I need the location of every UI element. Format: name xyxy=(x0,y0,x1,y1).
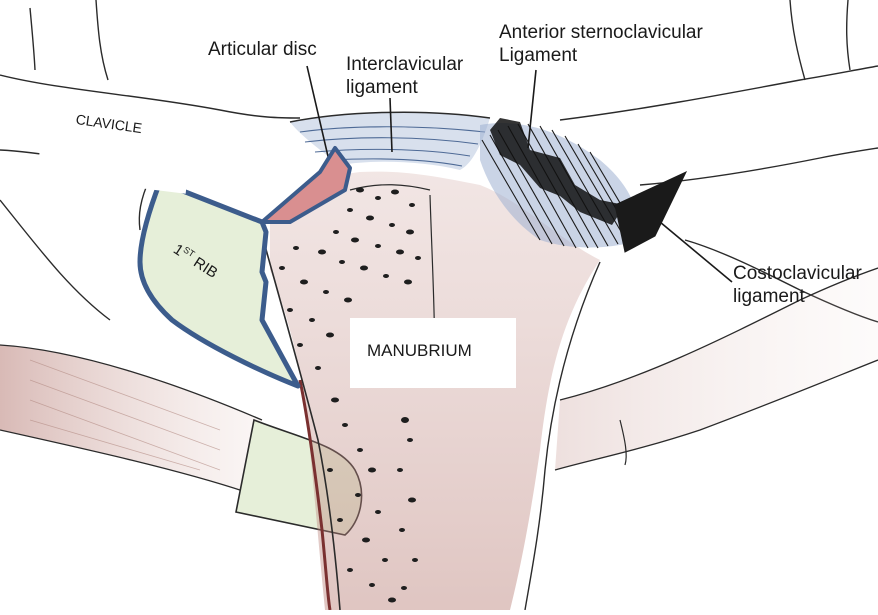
anterior-line1: Anterior sternoclavicular xyxy=(499,21,703,44)
articular-disc-text: Articular disc xyxy=(208,38,317,61)
anterior-line2: Ligament xyxy=(499,44,703,67)
costoclavicular-ligament-label: Costoclavicular ligament xyxy=(733,262,862,308)
anterior-sternoclavicular-label: Anterior sternoclavicular Ligament xyxy=(499,21,703,67)
manubrium-label: MANUBRIUM xyxy=(367,341,472,361)
costoclavicular-line2: ligament xyxy=(733,285,862,308)
interclavicular-line2: ligament xyxy=(346,76,463,99)
articular-disc-label: Articular disc xyxy=(208,38,317,61)
interclavicular-line1: Interclavicular xyxy=(346,53,463,76)
interclavicular-ligament-label: Interclavicular ligament xyxy=(346,53,463,99)
costoclavicular-line1: Costoclavicular xyxy=(733,262,862,285)
costoclavicular-leader xyxy=(660,222,732,282)
articular-disc-leader xyxy=(307,66,330,165)
second-rib-left xyxy=(0,345,262,492)
